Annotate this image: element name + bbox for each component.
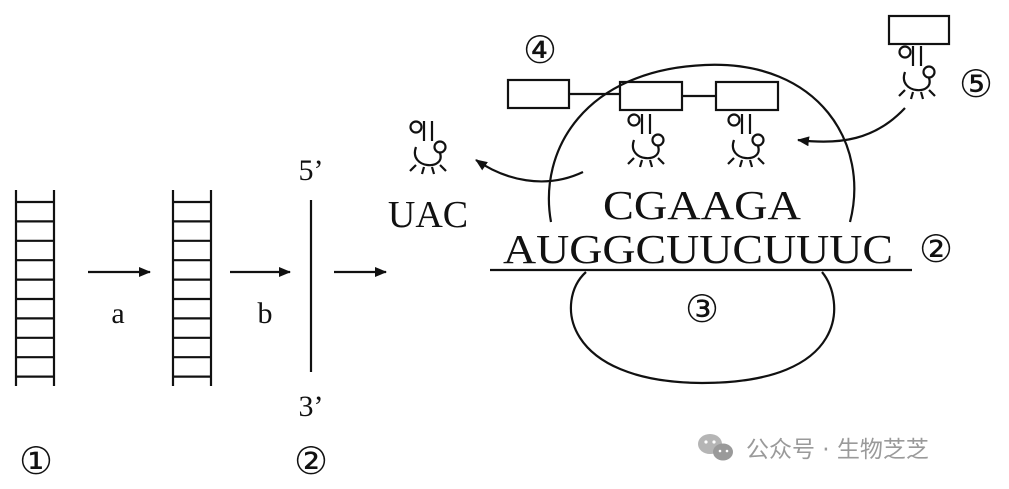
ribosome-small-subunit	[569, 271, 836, 385]
mrna-label-right: ②	[919, 227, 953, 271]
free-trna	[409, 120, 447, 175]
anticodon-sequence: CGAAGA	[603, 182, 801, 228]
amino-acid-1	[506, 78, 571, 110]
peptide-label: ④	[523, 28, 557, 72]
three-prime-label: 3’	[299, 390, 324, 423]
ribosome: ③	[547, 63, 856, 385]
ribosome-small-label: ③	[685, 287, 719, 331]
dna-label: ①	[19, 439, 53, 483]
amino-acid-3	[714, 80, 780, 112]
trna-site-2	[727, 113, 765, 168]
incoming-trna-label: ⑤	[959, 62, 993, 106]
exit-arrow	[475, 159, 584, 183]
five-prime-label: 5’	[299, 154, 324, 187]
dna-double-helix-1	[14, 190, 56, 386]
step-b-label: b	[258, 297, 273, 330]
trna-group	[409, 45, 936, 175]
mrna-sequence: AUGGCUUCUUUC	[503, 226, 893, 272]
amino-acid-2	[618, 80, 684, 112]
dna-rungs	[16, 200, 54, 378]
free-trna-anticodon: UAC	[388, 194, 468, 236]
mrna-label-left: ②	[294, 439, 328, 483]
watermark-text: 公众号 · 生物芝芝	[746, 437, 929, 463]
incoming-trna	[898, 45, 936, 100]
wechat-icon	[698, 434, 733, 461]
entry-arrow	[797, 107, 906, 147]
peptide-chain: ④	[506, 28, 780, 112]
step-a-label: a	[111, 297, 124, 330]
trna-site-1	[627, 113, 665, 168]
dna-double-helix-2	[171, 190, 213, 386]
dna-rungs	[173, 200, 211, 378]
watermark: 公众号 · 生物芝芝	[698, 434, 929, 463]
incoming-amino-acid	[887, 14, 951, 46]
ribosome-large-subunit	[547, 63, 856, 223]
